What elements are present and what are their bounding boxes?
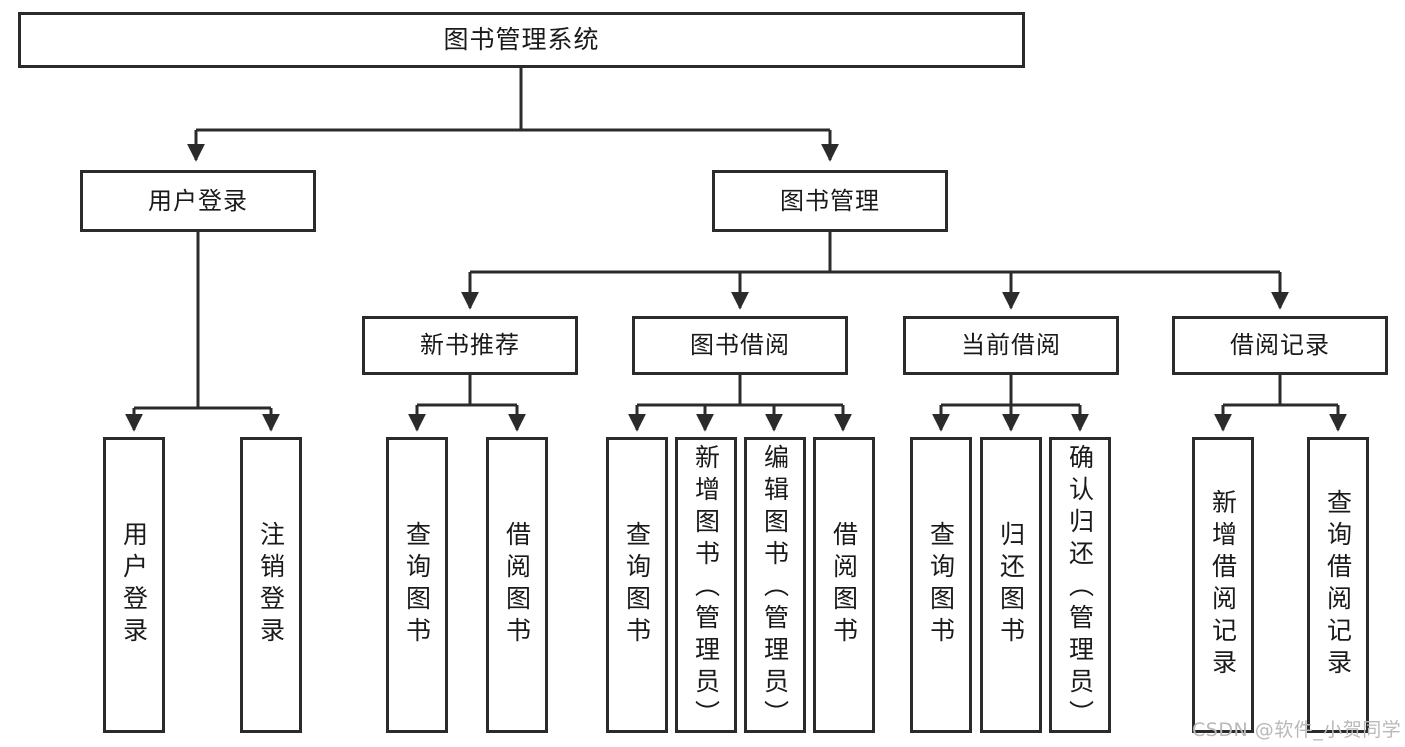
leaf-record-query[interactable]: 查询借阅记录 bbox=[1307, 437, 1369, 733]
node-label: 图书借阅 bbox=[690, 331, 790, 360]
node-label: 新增图书（管理员） bbox=[691, 444, 721, 732]
node-label: 借阅记录 bbox=[1230, 331, 1330, 360]
node-label: 查询借阅记录 bbox=[1323, 489, 1353, 681]
node-root-system[interactable]: 图书管理系统 bbox=[18, 12, 1025, 68]
node-label: 新书推荐 bbox=[420, 331, 520, 360]
leaf-user-login-logout[interactable]: 注销登录 bbox=[240, 437, 302, 733]
node-label: 新增借阅记录 bbox=[1208, 489, 1238, 681]
node-label: 确认归还（管理员） bbox=[1065, 444, 1095, 732]
node-current-borrow[interactable]: 当前借阅 bbox=[903, 316, 1119, 375]
node-label: 借阅图书 bbox=[502, 521, 532, 649]
node-label: 查询图书 bbox=[402, 521, 432, 649]
node-borrow-record[interactable]: 借阅记录 bbox=[1172, 316, 1388, 375]
node-label: 查询图书 bbox=[926, 521, 956, 649]
node-label: 注销登录 bbox=[256, 521, 286, 649]
node-user-login[interactable]: 用户登录 bbox=[80, 170, 316, 232]
leaf-current-confirm-return[interactable]: 确认归还（管理员） bbox=[1049, 437, 1111, 733]
leaf-current-query-book[interactable]: 查询图书 bbox=[910, 437, 972, 733]
node-label: 编辑图书（管理员） bbox=[760, 444, 790, 732]
node-book-management[interactable]: 图书管理 bbox=[712, 170, 948, 232]
leaf-new-book-borrow[interactable]: 借阅图书 bbox=[486, 437, 548, 733]
leaf-borrow-borrow-book[interactable]: 借阅图书 bbox=[813, 437, 875, 733]
leaf-new-book-query[interactable]: 查询图书 bbox=[386, 437, 448, 733]
node-label: 当前借阅 bbox=[961, 331, 1061, 360]
node-label: 查询图书 bbox=[622, 521, 652, 649]
node-new-book-recommend[interactable]: 新书推荐 bbox=[362, 316, 578, 375]
leaf-current-return-book[interactable]: 归还图书 bbox=[980, 437, 1042, 733]
leaf-borrow-edit-book[interactable]: 编辑图书（管理员） bbox=[744, 437, 806, 733]
node-label: 归还图书 bbox=[996, 521, 1026, 649]
leaf-borrow-add-book[interactable]: 新增图书（管理员） bbox=[675, 437, 737, 733]
leaf-user-login-login[interactable]: 用户登录 bbox=[103, 437, 165, 733]
node-label: 图书管理系统 bbox=[443, 25, 600, 55]
node-label: 用户登录 bbox=[119, 521, 149, 649]
leaf-record-add[interactable]: 新增借阅记录 bbox=[1192, 437, 1254, 733]
node-book-borrow[interactable]: 图书借阅 bbox=[632, 316, 848, 375]
leaf-borrow-query-book[interactable]: 查询图书 bbox=[606, 437, 668, 733]
node-label: 借阅图书 bbox=[829, 521, 859, 649]
node-label: 用户登录 bbox=[148, 186, 248, 215]
node-label: 图书管理 bbox=[780, 186, 880, 215]
